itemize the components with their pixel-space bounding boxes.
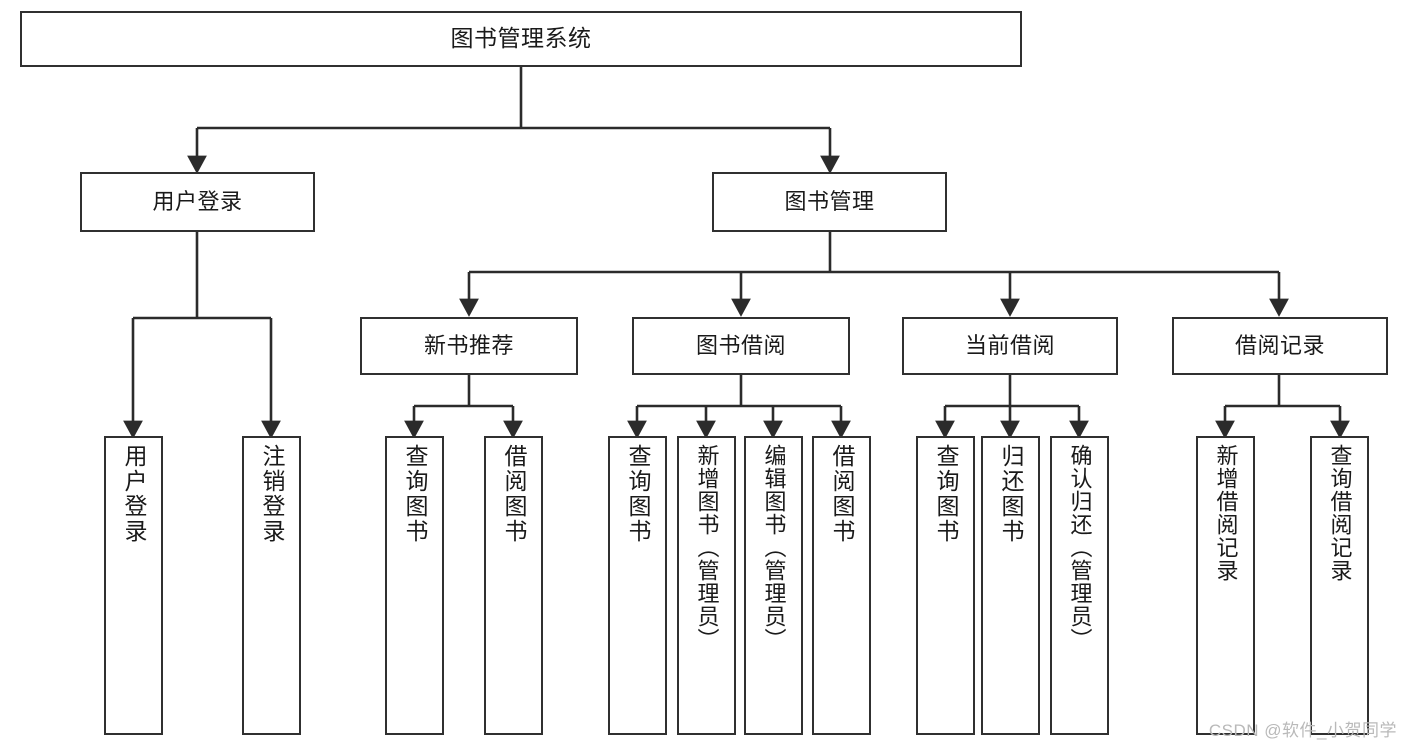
node-label: 用户登录 [152, 189, 243, 215]
node-label: 用户登录 [121, 444, 147, 544]
node-label: 当前借阅 [964, 333, 1055, 359]
node-label: 借阅图书 [501, 444, 527, 544]
leaf-query-book-recommend[interactable]: 查询图书 [385, 436, 444, 735]
node-label: 查询借阅记录 [1327, 444, 1353, 582]
leaf-return-book[interactable]: 归还图书 [981, 436, 1040, 735]
node-borrow-record[interactable]: 借阅记录 [1172, 317, 1388, 375]
node-label: 借阅记录 [1234, 333, 1325, 359]
node-label: 查询图书 [933, 444, 959, 544]
node-new-book-recommend[interactable]: 新书推荐 [360, 317, 578, 375]
node-user-login[interactable]: 用户登录 [80, 172, 315, 232]
node-label: 查询图书 [625, 444, 651, 544]
leaf-edit-book-admin[interactable]: 编辑图书（管理员） [744, 436, 803, 735]
leaf-borrow-book[interactable]: 借阅图书 [812, 436, 871, 735]
node-label: 新增图书（管理员） [694, 444, 720, 651]
watermark: CSDN @软件_小贺同学 [1208, 721, 1397, 740]
node-label: 编辑图书（管理员） [761, 444, 787, 651]
node-book-borrow[interactable]: 图书借阅 [632, 317, 850, 375]
node-label: 注销登录 [259, 444, 285, 544]
node-label: 新书推荐 [423, 333, 514, 359]
node-book-management[interactable]: 图书管理 [712, 172, 947, 232]
leaf-query-book-borrow[interactable]: 查询图书 [608, 436, 667, 735]
leaf-add-borrow-record[interactable]: 新增借阅记录 [1196, 436, 1255, 735]
leaf-query-borrow-record[interactable]: 查询借阅记录 [1310, 436, 1369, 735]
node-label: 归还图书 [998, 444, 1024, 544]
node-label: 查询图书 [402, 444, 428, 544]
node-label: 图书借阅 [695, 333, 786, 359]
node-root-system[interactable]: 图书管理系统 [20, 11, 1022, 67]
node-label: 图书管理系统 [450, 25, 592, 52]
node-label: 确认归还（管理员） [1067, 444, 1093, 651]
node-current-borrow[interactable]: 当前借阅 [902, 317, 1118, 375]
leaf-borrow-book-recommend[interactable]: 借阅图书 [484, 436, 543, 735]
node-label: 新增借阅记录 [1213, 444, 1239, 582]
leaf-logout[interactable]: 注销登录 [242, 436, 301, 735]
leaf-add-book-admin[interactable]: 新增图书（管理员） [677, 436, 736, 735]
leaf-confirm-return-admin[interactable]: 确认归还（管理员） [1050, 436, 1109, 735]
leaf-query-book-current[interactable]: 查询图书 [916, 436, 975, 735]
node-label: 借阅图书 [829, 444, 855, 544]
leaf-user-login[interactable]: 用户登录 [104, 436, 163, 735]
node-label: 图书管理 [784, 189, 875, 215]
